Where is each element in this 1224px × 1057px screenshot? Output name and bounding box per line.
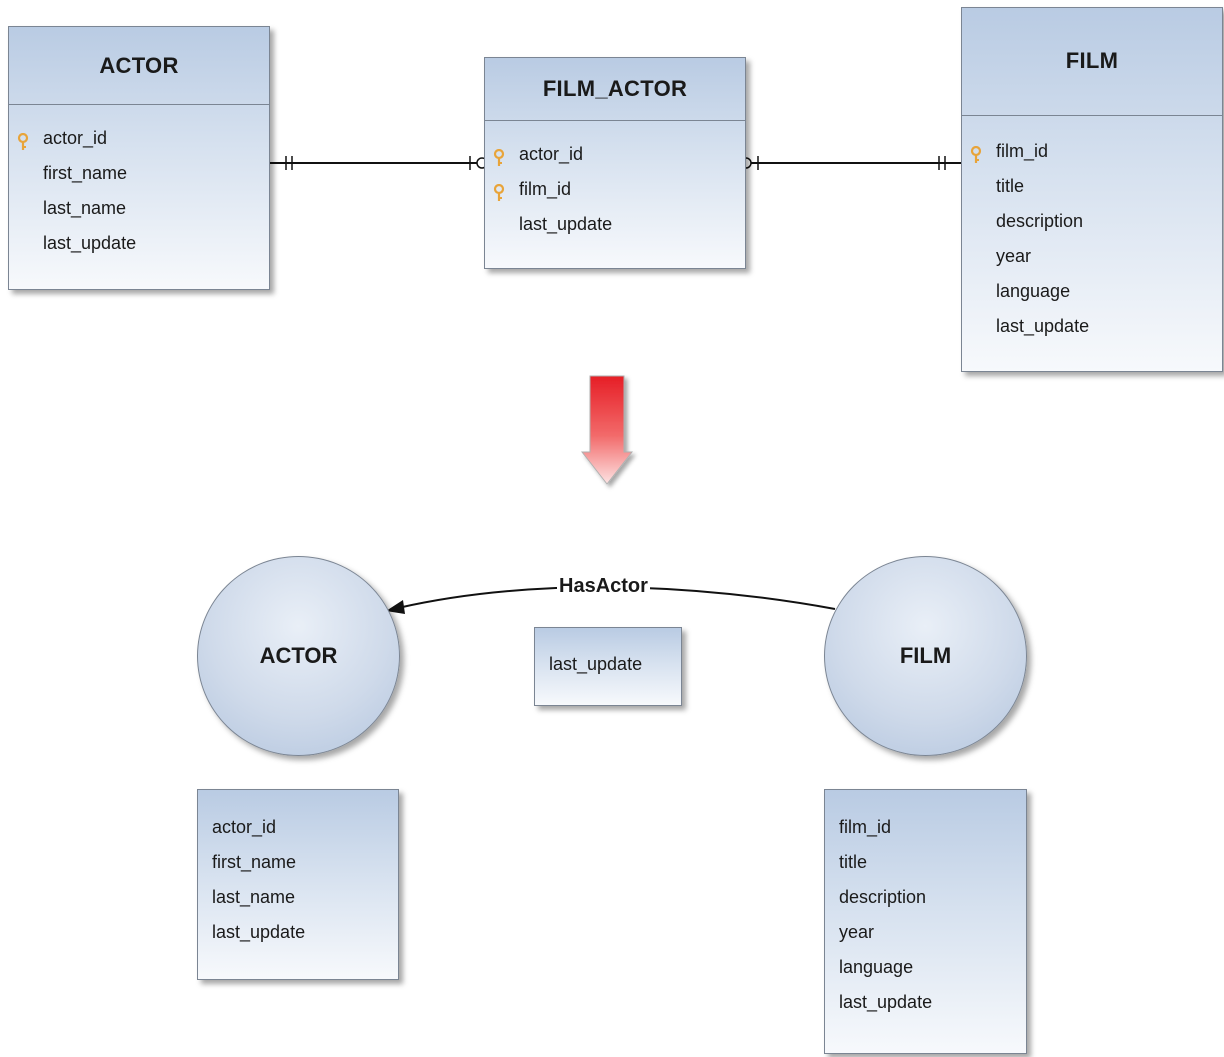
key-icon	[493, 179, 505, 201]
field-name: year	[996, 246, 1032, 266]
field-name: last_update	[212, 922, 306, 942]
field-row: title	[962, 169, 1222, 204]
down-arrow-icon	[580, 375, 634, 485]
field-name: last_update	[839, 992, 933, 1012]
film-field-list: film_id title description year language …	[962, 116, 1222, 344]
field-row: actor_id	[198, 810, 398, 845]
field-name: first_name	[212, 852, 297, 872]
field-row: last_update	[962, 309, 1222, 344]
film-actor-field-list: actor_id film_id last_update	[485, 121, 745, 242]
field-row: film_id	[825, 810, 1026, 845]
actor-field-list: actor_id first_name last_name last_updat…	[9, 105, 269, 261]
actor-table-title: ACTOR	[9, 27, 269, 105]
film-node-label: FILM	[899, 643, 952, 668]
field-name: actor_id	[212, 817, 277, 837]
actor-node-label: ACTOR	[259, 643, 338, 668]
field-name: last_name	[43, 198, 127, 218]
field-row: first_name	[198, 845, 398, 880]
film-node-properties[interactable]: film_id title description year language …	[824, 789, 1027, 1054]
actor-table[interactable]: ACTOR actor_id first_name last_name last…	[8, 26, 270, 290]
field-name: language	[996, 281, 1071, 301]
key-icon	[970, 141, 982, 163]
film-table[interactable]: FILM film_id title description year lang…	[961, 7, 1223, 372]
field-row: year	[962, 239, 1222, 274]
field-row: last_update	[198, 915, 398, 950]
actor-node-properties[interactable]: actor_id first_name last_name last_updat…	[197, 789, 399, 980]
film-actor-table-title: FILM_ACTOR	[485, 58, 745, 121]
relationship-film-actor-film	[740, 156, 961, 170]
field-name: title	[996, 176, 1025, 196]
field-row: last_update	[485, 207, 745, 242]
field-name: last_update	[519, 214, 613, 234]
relationship-properties[interactable]: last_update	[534, 627, 682, 706]
field-name: film_id	[519, 179, 572, 199]
field-row: actor_id	[485, 137, 745, 172]
field-row: last_update	[535, 647, 681, 682]
has-actor-label: HasActor	[557, 575, 650, 598]
field-row: language	[825, 950, 1026, 985]
relationship-property-list: last_update	[535, 628, 681, 682]
field-row: last_update	[825, 985, 1026, 1020]
field-name: title	[839, 852, 868, 872]
field-row: last_name	[198, 880, 398, 915]
field-name: description	[996, 211, 1084, 231]
film-node[interactable]: FILM	[824, 556, 1027, 756]
field-row: film_id	[485, 172, 745, 207]
actor-node[interactable]: ACTOR	[197, 556, 400, 756]
field-name: year	[839, 922, 875, 942]
field-name: description	[839, 887, 927, 907]
field-row: first_name	[9, 156, 269, 191]
field-row: description	[825, 880, 1026, 915]
key-icon	[493, 144, 505, 166]
field-row: title	[825, 845, 1026, 880]
film-property-list: film_id title description year language …	[825, 790, 1026, 1020]
actor-property-list: actor_id first_name last_name last_updat…	[198, 790, 398, 950]
field-name: last_update	[43, 233, 137, 253]
field-row: actor_id	[9, 121, 269, 156]
field-name: actor_id	[43, 128, 108, 148]
relationship-actor-film-actor	[270, 156, 488, 170]
film-table-title: FILM	[962, 8, 1222, 116]
field-row: last_name	[9, 191, 269, 226]
field-name: language	[839, 957, 914, 977]
field-name: last_update	[996, 316, 1090, 336]
field-name: actor_id	[519, 144, 584, 164]
field-name: film_id	[996, 141, 1049, 161]
field-row: description	[962, 204, 1222, 239]
field-name: film_id	[839, 817, 892, 837]
field-name: last_name	[212, 887, 296, 907]
key-icon	[17, 128, 29, 150]
field-row: year	[825, 915, 1026, 950]
field-row: language	[962, 274, 1222, 309]
field-row: last_update	[9, 226, 269, 261]
field-name: first_name	[43, 163, 128, 183]
film-actor-table[interactable]: FILM_ACTOR actor_id film_id last_update	[484, 57, 746, 269]
field-name: last_update	[549, 654, 643, 674]
field-row: film_id	[962, 134, 1222, 169]
